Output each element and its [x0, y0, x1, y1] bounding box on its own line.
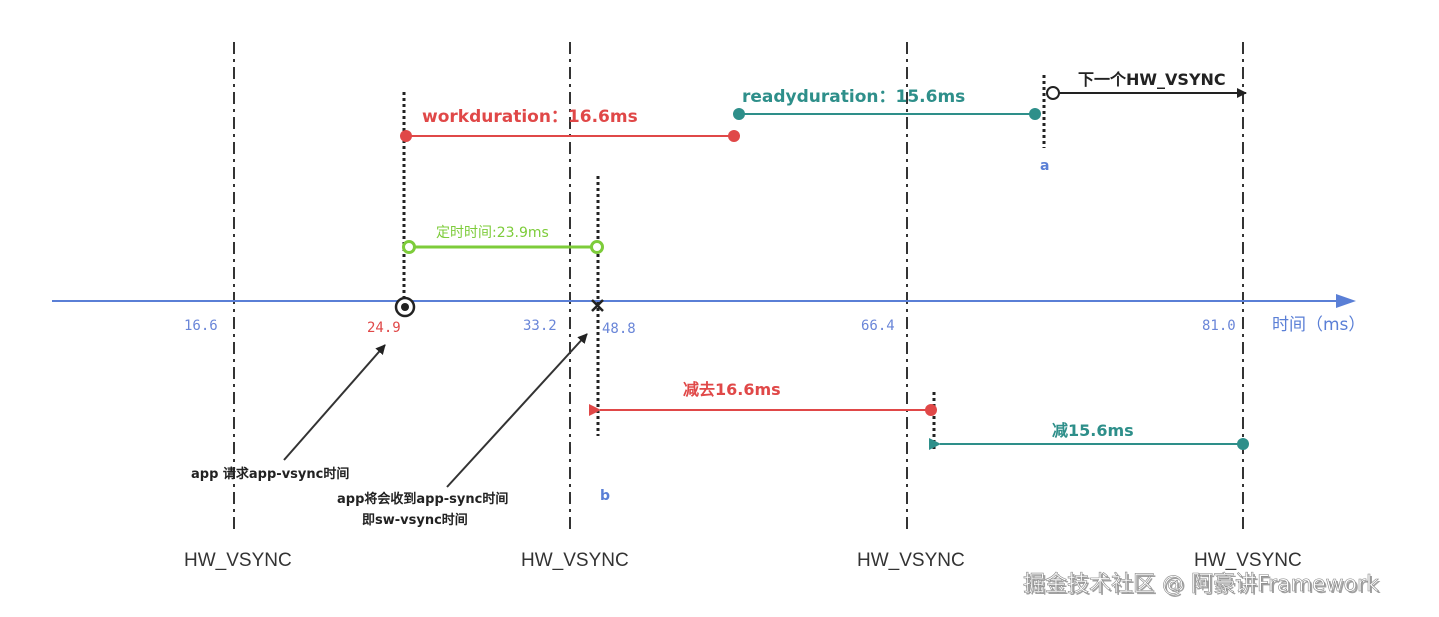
tick-label: 48.8 [602, 321, 636, 337]
tick-label: 33.2 [523, 318, 557, 334]
next-vsync-label: 下一个HW_VSYNC [1078, 70, 1226, 89]
vsync-lines [233, 42, 1244, 532]
next-vsync-segment [1046, 86, 1247, 100]
cross-point-icon [591, 299, 604, 312]
timer-start-icon [402, 240, 416, 254]
timer-segment [402, 240, 604, 254]
vsync-label: HW_VSYNC [184, 550, 292, 571]
minus-work-segment [589, 404, 937, 416]
minus-ready-dot [1237, 438, 1249, 450]
tick-label: 16.6 [184, 318, 218, 334]
minus-ready-label: 减15.6ms [1052, 421, 1134, 440]
work-start-dot [400, 130, 412, 142]
tick-label: 81.0 [1202, 318, 1236, 334]
marker-a-label: a [1040, 158, 1049, 174]
vsync-label: HW_VSYNC [857, 550, 965, 571]
vsync-label: HW_VSYNC [1194, 550, 1302, 571]
ready-duration-segment [733, 108, 1041, 120]
timer-end-icon [590, 240, 604, 254]
work-duration-label: workduration：16.6ms [422, 107, 638, 127]
next-vsync-start-icon [1046, 86, 1060, 100]
watermark: 掘金技术社区 @ 阿豪讲Framework [1023, 572, 1379, 597]
ready-start-dot [733, 108, 745, 120]
time-axis-arrow [1336, 294, 1356, 308]
receive-annotation-arrow [446, 333, 588, 488]
minus-work-label: 减去16.6ms [683, 380, 781, 399]
timer-label: 定时时间:23.9ms [436, 225, 549, 241]
minus-work-dot [925, 404, 937, 416]
work-end-dot [728, 130, 740, 142]
tick-label: 66.4 [861, 318, 895, 334]
request-point-icon [394, 296, 416, 318]
watermark-shadow: 掘金技术社区 @ 阿豪讲Framework [1025, 574, 1381, 599]
ready-end-dot [1029, 108, 1041, 120]
vsync-label: HW_VSYNC [521, 550, 629, 571]
ready-duration-label: readyduration：15.6ms [742, 87, 965, 107]
tick-label: 24.9 [367, 320, 401, 336]
request-annotation: app 请求app-vsync时间 [191, 466, 349, 482]
receive-annotation-line2: 即sw-vsync时间 [362, 512, 468, 528]
receive-annotation-line1: app将会收到app-sync时间 [337, 491, 508, 507]
work-duration-segment [400, 130, 740, 142]
marker-b-label: b [600, 488, 610, 504]
minus-ready-segment [929, 438, 1249, 450]
request-annotation-arrow [283, 344, 386, 461]
time-axis-label: 时间（ms） [1272, 315, 1365, 335]
